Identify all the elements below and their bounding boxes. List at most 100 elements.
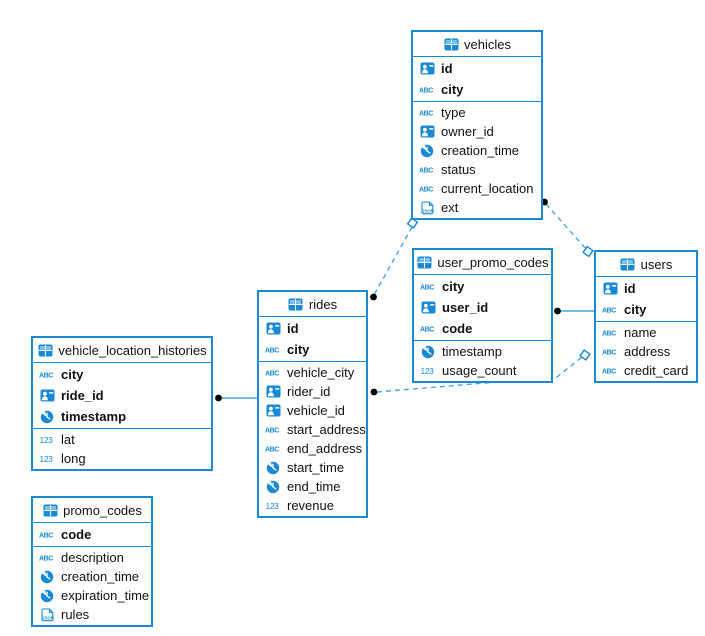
svg-text:ABC: ABC bbox=[39, 373, 53, 380]
abc-icon: ABC bbox=[265, 423, 281, 436]
columns-section: timestamp 123 usage_count bbox=[414, 341, 551, 381]
abc-icon: ABC bbox=[420, 322, 436, 335]
svg-text:JSON: JSON bbox=[42, 615, 54, 620]
field-row-end_time[interactable]: end_time bbox=[259, 477, 366, 496]
table-header-promo_codes[interactable]: promo_codes bbox=[33, 498, 151, 523]
field-row-timestamp[interactable]: timestamp bbox=[414, 342, 551, 361]
table-title: users bbox=[640, 256, 673, 272]
person-badge-icon bbox=[39, 389, 55, 402]
field-name: rules bbox=[61, 607, 90, 622]
field-row-start_address[interactable]: ABC start_address bbox=[259, 420, 366, 439]
abc-icon: ABC bbox=[420, 280, 436, 293]
relationship-vehicles-rides bbox=[373, 226, 413, 296]
field-row-expiration_time[interactable]: expiration_time bbox=[33, 586, 151, 605]
field-row-user_id[interactable]: user_id bbox=[414, 297, 551, 318]
field-name: name bbox=[624, 325, 657, 340]
field-row-id[interactable]: id bbox=[413, 58, 541, 79]
field-row-rider_id[interactable]: rider_id bbox=[259, 382, 366, 401]
123-icon: 123 bbox=[420, 364, 436, 377]
table-header-vehicle_location_histories[interactable]: vehicle_location_histories bbox=[33, 338, 211, 363]
table-header-rides[interactable]: rides bbox=[259, 292, 366, 317]
svg-text:ABC: ABC bbox=[419, 88, 433, 95]
field-name: timestamp bbox=[61, 409, 127, 424]
field-row-ride_id[interactable]: ride_id bbox=[33, 385, 211, 406]
svg-text:ABC: ABC bbox=[602, 308, 616, 315]
svg-text:ABC: ABC bbox=[420, 285, 434, 292]
field-name: rider_id bbox=[287, 384, 331, 399]
field-name: credit_card bbox=[624, 363, 689, 378]
table-icon bbox=[443, 38, 459, 51]
clock-icon bbox=[420, 345, 436, 359]
field-row-creation_time[interactable]: creation_time bbox=[33, 567, 151, 586]
svg-text:JSON: JSON bbox=[422, 208, 434, 213]
abc-icon: ABC bbox=[265, 442, 281, 455]
field-name: usage_count bbox=[442, 363, 517, 378]
table-icon bbox=[288, 298, 304, 311]
json-document-icon: JSON bbox=[39, 607, 55, 622]
table-icon bbox=[42, 504, 58, 517]
field-row-creation_time[interactable]: creation_time bbox=[413, 141, 541, 160]
clock-icon bbox=[265, 461, 281, 475]
svg-text:123: 123 bbox=[40, 454, 54, 464]
table-title: promo_codes bbox=[63, 502, 142, 518]
abc-icon: ABC bbox=[265, 343, 281, 356]
abc-icon: ABC bbox=[419, 106, 435, 119]
field-row-timestamp[interactable]: timestamp bbox=[33, 406, 211, 427]
field-row-id[interactable]: id bbox=[259, 318, 366, 339]
person-badge-icon bbox=[265, 404, 281, 417]
abc-icon: ABC bbox=[39, 551, 55, 564]
table-header-users[interactable]: users bbox=[596, 252, 696, 277]
field-name: start_address bbox=[287, 422, 366, 437]
field-row-owner_id[interactable]: owner_id bbox=[413, 122, 541, 141]
field-row-rules[interactable]: JSON rules bbox=[33, 605, 151, 624]
field-row-id[interactable]: id bbox=[596, 278, 696, 299]
svg-text:ABC: ABC bbox=[419, 168, 433, 175]
field-name: current_location bbox=[441, 181, 534, 196]
field-name: lat bbox=[61, 432, 75, 447]
table-title: vehicles bbox=[464, 36, 511, 52]
field-name: expiration_time bbox=[61, 588, 150, 603]
field-name: code bbox=[442, 321, 473, 336]
field-row-vehicle_id[interactable]: vehicle_id bbox=[259, 401, 366, 420]
table-header-vehicles[interactable]: vehicles bbox=[413, 32, 541, 57]
field-row-code[interactable]: ABC code bbox=[414, 318, 551, 339]
field-row-usage_count[interactable]: 123 usage_count bbox=[414, 361, 551, 380]
table-icon bbox=[416, 256, 432, 269]
abc-icon: ABC bbox=[419, 83, 435, 96]
svg-text:ABC: ABC bbox=[602, 350, 616, 357]
field-name: id bbox=[441, 61, 453, 76]
field-row-start_time[interactable]: start_time bbox=[259, 458, 366, 477]
table-header-user_promo_codes[interactable]: user_promo_codes bbox=[414, 250, 551, 275]
abc-icon: ABC bbox=[265, 366, 281, 379]
